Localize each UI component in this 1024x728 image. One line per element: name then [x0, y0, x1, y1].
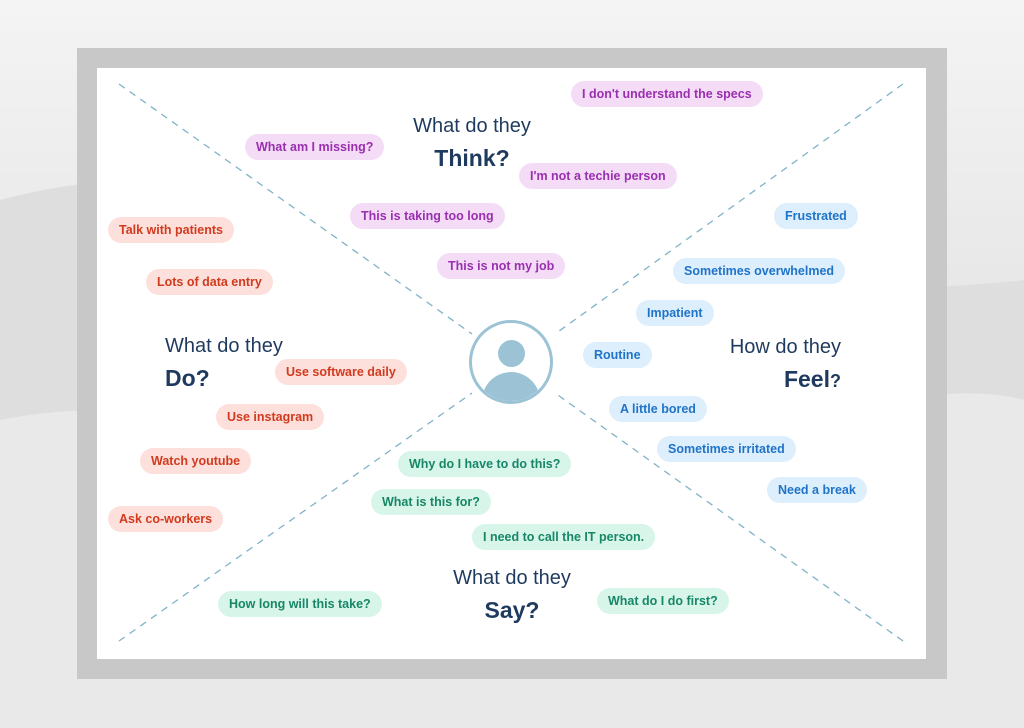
- think-chip: What am I missing?: [245, 134, 385, 160]
- say-chip: How long will this take?: [218, 591, 382, 617]
- think-heading: What do they Think?: [408, 116, 536, 170]
- say-chip: I need to call the IT person.: [472, 524, 656, 550]
- quadrant-divider-lines: [118, 83, 904, 642]
- say-chip: Why do I have to do this?: [398, 451, 572, 477]
- feel-question-mark: ?: [830, 371, 841, 391]
- avatar-shoulders: [482, 372, 540, 401]
- divider-line-top-right: [554, 83, 904, 335]
- feel-chip: Sometimes irritated: [657, 436, 796, 462]
- feel-chip: Frustrated: [774, 203, 858, 229]
- do-chip: Talk with patients: [108, 217, 234, 243]
- say-heading: What do they Say?: [448, 568, 576, 622]
- feel-question: How do they: [729, 336, 841, 358]
- say-chip: What is this for?: [371, 489, 491, 515]
- do-chip: Ask co-workers: [108, 506, 224, 532]
- think-chip: This is not my job: [437, 253, 566, 279]
- think-chip: I don't understand the specs: [571, 81, 763, 107]
- think-chip: This is taking too long: [350, 203, 505, 229]
- do-heading: What do they Do?: [165, 336, 283, 390]
- think-question: What do they: [413, 115, 531, 137]
- do-chip: Use software daily: [275, 359, 407, 385]
- feel-chip: A little bored: [609, 396, 707, 422]
- say-word: Say?: [484, 597, 540, 623]
- do-question: What do they: [165, 335, 283, 357]
- do-chip: Use instagram: [216, 404, 325, 430]
- do-chip: Lots of data entry: [146, 269, 273, 295]
- think-word: Think?: [434, 145, 510, 171]
- feel-word-line: Feel?: [723, 368, 841, 391]
- feel-chip: Sometimes overwhelmed: [673, 258, 846, 284]
- say-question: What do they: [453, 567, 571, 589]
- user-avatar-icon: [469, 320, 553, 404]
- divider-line-bottom-right: [554, 392, 904, 642]
- feel-chip: Routine: [583, 342, 652, 368]
- say-chip: What do I do first?: [597, 588, 729, 614]
- feel-heading: How do they Feel?: [723, 337, 841, 391]
- feel-chip: Impatient: [636, 300, 714, 326]
- think-chip: I'm not a techie person: [519, 163, 677, 189]
- feel-word: Feel: [783, 366, 830, 392]
- divider-line-bottom-left: [118, 392, 473, 642]
- feel-chip: Need a break: [767, 477, 867, 503]
- empathy-map-board: What do they Think? What do they Do? How…: [97, 68, 926, 659]
- do-chip: Watch youtube: [140, 448, 252, 474]
- avatar-head: [498, 340, 525, 367]
- do-word: Do?: [165, 365, 210, 391]
